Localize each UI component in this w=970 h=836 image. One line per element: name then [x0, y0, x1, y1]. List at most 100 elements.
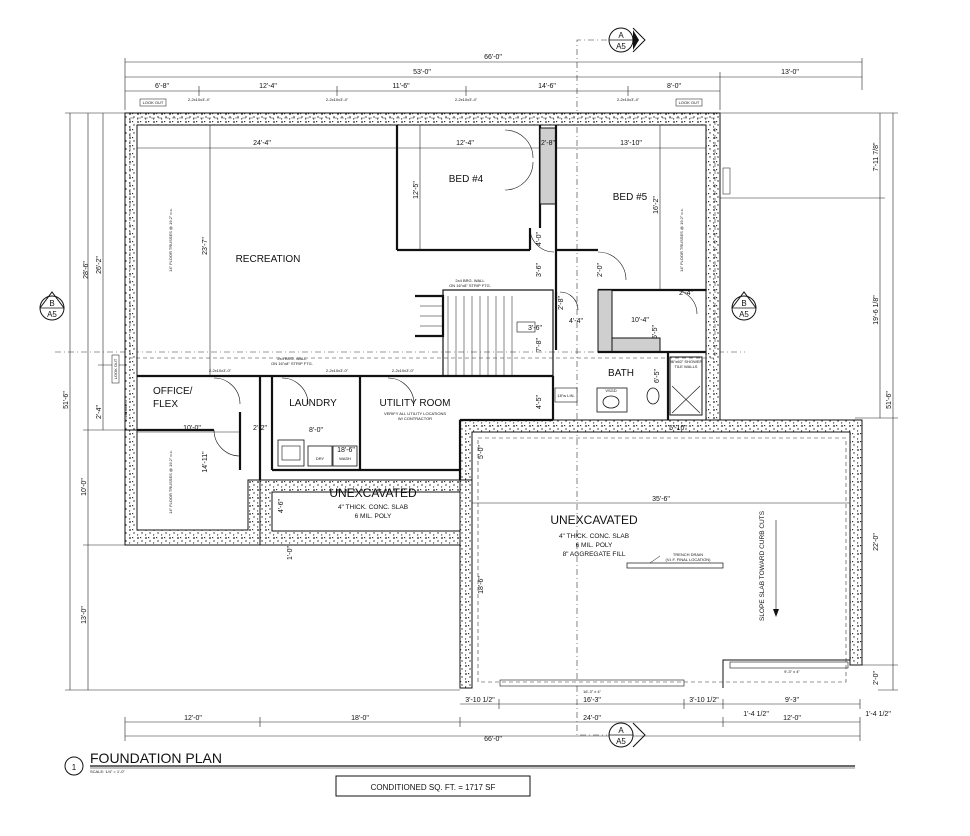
dim-left-51-6: 51'-6" — [63, 391, 70, 409]
dim-right-19-6: 19'-6 1/8" — [873, 295, 880, 325]
poly-note-1: 6 MIL. POLY — [355, 513, 392, 520]
foundation-walls — [124, 112, 863, 689]
dim-t1: 6'-8" — [155, 83, 169, 90]
room-laundry: LAUNDRY — [289, 398, 337, 409]
header-note-1: 2-2x10x3'-4" — [188, 97, 211, 102]
right-dimensions: 7'-11 7/8" 19'-6 1/8" 51'-6" 22'-0" 2'-0… — [720, 112, 898, 691]
section-marker-a-bottom: A A5 — [608, 722, 646, 748]
truss-notes: 14" FLOOR TRUSSES @ 19.2" o.c. 14" FLOOR… — [168, 208, 684, 514]
dim-bottom-1-4b: 1'-4 1/2" — [865, 711, 891, 718]
dim-2-0: 2'-0" — [597, 263, 604, 277]
dim-10-4: 10'-4" — [631, 317, 649, 324]
dim-2-8: 2'-8" — [558, 296, 565, 310]
dim-35-6: 35'-6" — [652, 496, 670, 503]
dim-t2: 12'-4" — [259, 83, 277, 90]
dim-left-2-4: 2'-4" — [96, 405, 103, 419]
dim-bottom-3-10a: 3'-10 1/2" — [465, 697, 495, 704]
dim-2-2: 2'-2" — [253, 425, 267, 432]
room-recreation: RECREATION — [236, 254, 301, 265]
section-a-bottom-letter: A — [618, 726, 624, 735]
plan-title: FOUNDATION PLAN — [90, 750, 222, 766]
slope-note: SLOPE SLAB TOWARD CURB CUTS — [759, 510, 766, 621]
dim-6-5: 6'-5" — [654, 369, 661, 383]
dim-bed5-height: 16'-2" — [653, 196, 660, 214]
dim-10-0: 10'-0" — [183, 425, 201, 432]
utility-note: VERIFY ALL UTILITY LOCATIONS — [384, 411, 446, 416]
vanity-note: VSGD — [605, 388, 616, 393]
header-note-2: 2-2x10x3'-4" — [326, 97, 349, 102]
bearing-wall-note-2: ON 16"x8" STRIP FTG. — [449, 283, 491, 288]
dim-bed4-height: 12'-5" — [413, 181, 420, 199]
dim-4-0: 4'-0" — [536, 232, 543, 246]
dim-right-2-0: 2'-0" — [873, 671, 880, 685]
dim-18-6: 18'-6" — [337, 447, 355, 454]
dim-rec-width: 24'-4" — [253, 140, 271, 147]
section-b-right-letter: B — [741, 299, 746, 308]
truss-note-1: 14" FLOOR TRUSSES @ 19.2" o.c. — [168, 208, 173, 272]
dim-left-13-0: 13'-0" — [81, 606, 88, 624]
room-utility: UTILITY ROOM — [380, 398, 451, 409]
dim-bottom-9-3: 9'-3" — [785, 697, 799, 704]
dim-4-4: 4'-4" — [569, 318, 583, 325]
truss-note-2: 14" FLOOR TRUSSES @ 19.2" o.c. — [679, 208, 684, 272]
room-unexcavated-large: UNEXCAVATED — [550, 513, 638, 527]
room-unexcavated-small: UNEXCAVATED — [329, 486, 417, 500]
section-b-right-sheet: A5 — [739, 310, 749, 319]
dim-2-4: 2'-4" — [679, 290, 693, 297]
trench-note-2: (V.I.F. FINAL LOCATION) — [666, 557, 712, 562]
section-marker-b-right: B A5 — [731, 291, 757, 321]
dim-3-6: 3'-6" — [536, 263, 543, 277]
dim-right-51-6: 51'-6" — [886, 391, 893, 409]
dim-bottom-18: 18'-0" — [351, 715, 369, 722]
dim-t4: 14'-6" — [538, 83, 556, 90]
left-dimensions: 28'-6" 26'-2" 51'-6" 2'-4" 10'-0" 13'-0"… — [63, 112, 460, 691]
lookout-label-1: LOOK OUT — [143, 100, 164, 105]
section-a-bottom-sheet: A5 — [616, 737, 626, 746]
header-r4: 2-2x10x3'-0" — [123, 398, 128, 421]
lookout-label-3: LOOK OUT — [113, 358, 118, 379]
bearing-wall-b: 2x4 BRG. WALL — [277, 356, 307, 361]
dim-bottom-16-3: 16'-3" — [583, 697, 601, 704]
plan-scale: SCALE: 1/4" = 1'-0" — [90, 769, 125, 774]
dim-bed5-width: 13'-10" — [620, 140, 642, 147]
room-bed5: BED #5 — [613, 192, 648, 203]
dryer-label: DRY — [316, 456, 325, 461]
header-note-3: 2-2x10x3'-4" — [455, 97, 478, 102]
section-marker-a-top: A A5 — [608, 27, 646, 53]
section-b-left-sheet: A5 — [47, 310, 57, 319]
dim-rec-height: 23'-7" — [202, 237, 209, 255]
dim-top-53: 53'-0" — [413, 69, 431, 76]
washer-label: WASH — [339, 456, 351, 461]
section-marker-b-left: B A5 — [39, 291, 65, 321]
shower-note: 36"x60" SHOWER — [670, 359, 703, 364]
dim-8-0: 8'-0" — [309, 427, 323, 434]
dim-1-0: 1'-0" — [287, 546, 294, 560]
dim-bottom-12b: 12'-0" — [783, 715, 801, 722]
dim-4-5: 4'-5" — [536, 395, 543, 409]
section-a-top-sheet: A5 — [616, 42, 626, 51]
dim-3-6b: 3'-6" — [528, 325, 542, 332]
slab-note-2: 4" THICK. CONC. SLAB — [559, 533, 629, 540]
dim-bottom-12a: 12'-0" — [184, 715, 202, 722]
dim-top-overall: 66'-0" — [484, 54, 502, 61]
section-a-top-letter: A — [618, 31, 624, 40]
room-flex: FLEX — [153, 399, 178, 410]
bearing-wall-note: 2x4 BRG. WALL — [455, 278, 485, 283]
dim-t5: 8'-0" — [667, 83, 681, 90]
dim-7-8: 7'-8" — [536, 338, 543, 352]
room-labels: RECREATION BED #4 BED #5 OFFICE/ FLEX LA… — [153, 174, 779, 621]
dim-right-22-0: 22'-0" — [873, 533, 880, 551]
dashed-outlines — [129, 117, 847, 683]
plan-title-block: 1 FOUNDATION PLAN SCALE: 1/4" = 1'-0" CO… — [64, 750, 855, 797]
dim-5-0: 5'-0" — [478, 445, 485, 459]
room-bath: BATH — [608, 368, 634, 379]
truss-note-3: 14" FLOOR TRUSSES @ 19.2" o.c. — [168, 450, 173, 514]
dim-left-26-2: 26'-2" — [96, 256, 103, 274]
dim-5-5: 5'-5" — [652, 325, 659, 339]
shower-note-2: TILE WALLS — [675, 364, 698, 369]
curb-note: 9'-3" x 4" — [784, 669, 800, 674]
dim-bed4-width: 12'-4" — [456, 140, 474, 147]
utility-note-2: W/ CONTRACTOR — [398, 416, 432, 421]
dim-14-11: 14'-11" — [202, 451, 209, 473]
